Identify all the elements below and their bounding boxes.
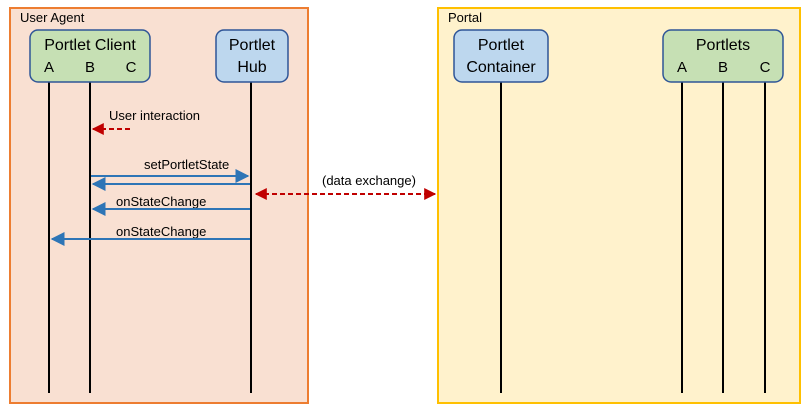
portlet-container-box: Portlet Container (453, 29, 549, 83)
portlets-a: A (677, 59, 687, 76)
portlets-b: B (718, 59, 728, 76)
portlet-client-a: A (44, 59, 54, 76)
user-interaction-message: User interaction (91, 108, 200, 135)
on-state-change-a-message: onStateChange (50, 224, 250, 246)
portlet-client-title: Portlet Client (44, 37, 136, 54)
set-portlet-state-label: setPortletState (144, 157, 229, 172)
portlet-container-line1: Portlet (478, 37, 525, 54)
portlets-c: C (760, 59, 771, 76)
on-state-change-a-label: onStateChange (116, 224, 206, 239)
portal-label: Portal (448, 10, 482, 25)
on-state-change-b-message: onStateChange (91, 194, 250, 216)
data-exchange-label: (data exchange) (322, 173, 416, 188)
on-state-change-b-label: onStateChange (116, 194, 206, 209)
portlets-box: Portlets A B C (662, 29, 784, 83)
portlet-container-shape (453, 29, 549, 83)
data-exchange-message: (data exchange) (254, 173, 437, 200)
portlet-client-shape (29, 29, 151, 83)
portlet-container-line2: Container (466, 59, 536, 76)
portlets-title: Portlets (696, 37, 750, 54)
lifelines (48, 82, 766, 393)
set-portlet-state-message: setPortletState (91, 157, 250, 183)
portlet-hub-line1: Portlet (229, 37, 276, 54)
portlet-client-c: C (126, 59, 137, 76)
portlets-shape (662, 29, 784, 83)
portlet-client-b: B (85, 59, 95, 76)
user-interaction-label: User interaction (109, 108, 200, 123)
portlet-hub-shape (215, 29, 289, 83)
user-agent-label: User Agent (20, 10, 85, 25)
portlet-hub-box: Portlet Hub (215, 29, 289, 83)
portlet-client-box: Portlet Client A B C (29, 29, 151, 83)
portlet-hub-line2: Hub (237, 59, 266, 76)
